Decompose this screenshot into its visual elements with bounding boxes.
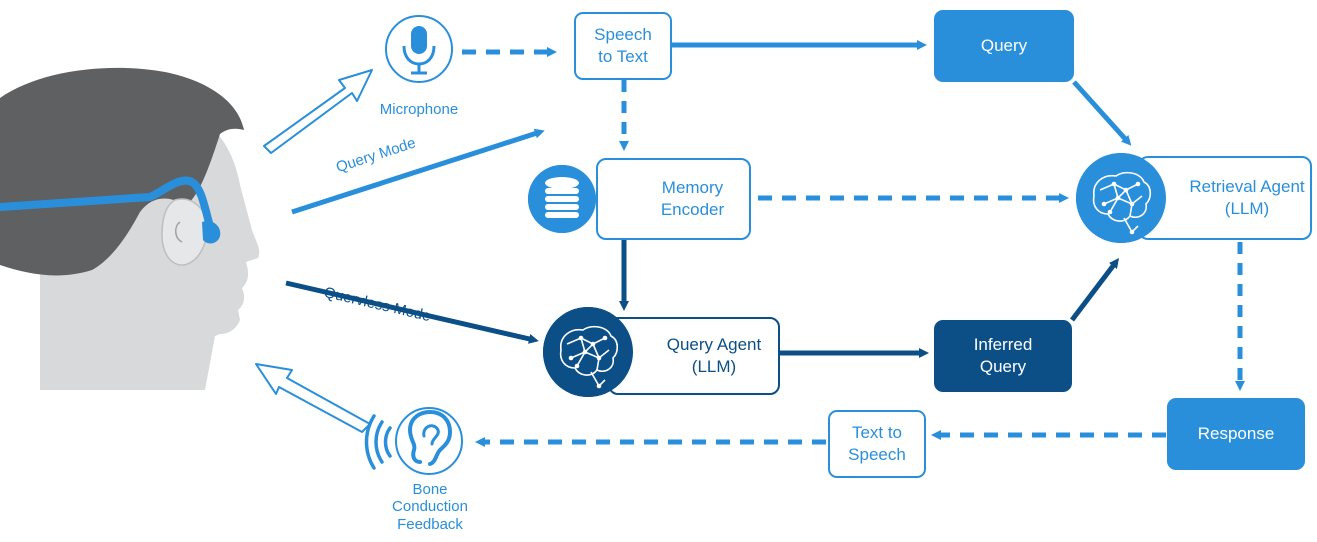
- query-mode-connector: [291, 128, 545, 215]
- bone-conduction-label: Bone Conduction Feedback: [392, 481, 468, 533]
- ear-icon: [407, 409, 453, 466]
- sound-waves-icon: [364, 414, 392, 470]
- query-agent-box: Query Agent (LLM): [608, 317, 780, 395]
- speech-to-text-label: Speech to Text: [594, 24, 652, 66]
- feedback-to-head-arrow: [255, 363, 371, 433]
- memory-encoder-box: Memory Encoder: [596, 158, 751, 240]
- head-to-microphone-arrow: [263, 69, 373, 154]
- hair: [0, 67, 244, 276]
- query-label: Query: [980, 35, 1028, 55]
- response-label: Response: [1197, 423, 1275, 443]
- retrieval-agent-label: Retrieval Agent (LLM): [1189, 176, 1305, 218]
- bone-conduction-node: [364, 407, 463, 475]
- microphone-label: Microphone: [379, 101, 459, 118]
- retrieval-agent-box: Retrieval Agent (LLM): [1138, 156, 1312, 240]
- text-to-speech-label: Text to Speech: [848, 422, 906, 464]
- inferred-to-retrieval-connector: [1070, 258, 1120, 322]
- text-to-speech-box: Text to Speech: [828, 410, 926, 478]
- query-box: Query: [934, 10, 1074, 82]
- memory-encoder-icon-circle: [528, 165, 596, 233]
- microphone-icon: [402, 26, 436, 75]
- headset-earpiece: [202, 220, 221, 244]
- headset-band: [0, 176, 214, 230]
- queryless-mode-connector: [285, 280, 539, 344]
- microphone-node: [385, 15, 453, 83]
- inferred-query-box: Inferred Query: [934, 320, 1072, 392]
- user-head-illustration: [0, 67, 260, 390]
- query-agent-label: Query Agent (LLM): [666, 334, 762, 376]
- speech-to-text-box: Speech to Text: [574, 12, 672, 80]
- memory-encoder-label: Memory Encoder: [660, 177, 725, 219]
- inferred-query-label: Inferred Query: [973, 334, 1033, 376]
- query-to-retrieval-connector: [1072, 80, 1132, 146]
- response-box: Response: [1167, 398, 1305, 470]
